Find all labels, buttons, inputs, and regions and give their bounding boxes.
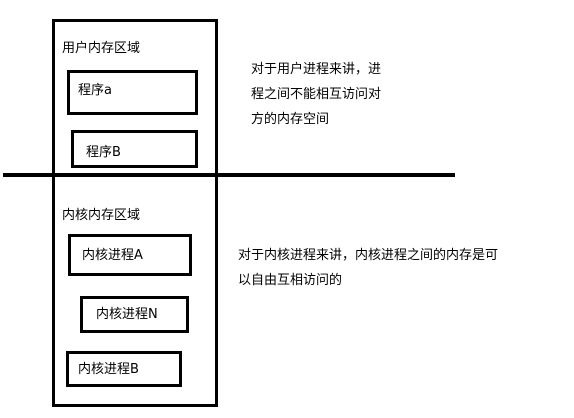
kernel-process-a-label: 内核进程A	[82, 248, 143, 263]
user-note-line-3: 方的内存空间	[251, 112, 330, 127]
memory-space-outline	[52, 19, 218, 407]
user-kernel-divider-line	[3, 173, 455, 177]
kernel-note-line-1: 对于内核进程来讲，内核进程之间的内存是可	[238, 248, 499, 263]
kernel-process-note: 对于内核进程来讲，内核进程之间的内存是可 以自由互相访问的	[238, 243, 498, 293]
kernel-region-title: 内核内存区域	[62, 208, 141, 223]
user-region-title: 用户内存区域	[62, 41, 141, 56]
kernel-process-b-label: 内核进程B	[78, 362, 139, 377]
kernel-process-n-box: 内核进程N	[80, 296, 189, 333]
kernel-process-a-box: 内核进程A	[68, 234, 192, 276]
kernel-note-line-2: 以自由互相访问的	[238, 273, 343, 288]
program-b-box: 程序B	[71, 130, 198, 168]
program-a-box: 程序a	[67, 70, 198, 115]
user-note-line-2: 程之间不能相互访问对	[251, 87, 382, 102]
kernel-process-n-label: 内核进程N	[96, 307, 158, 322]
program-a-label: 程序a	[78, 83, 112, 98]
program-b-label: 程序B	[86, 145, 121, 160]
user-note-line-1: 对于用户进程来讲，进	[251, 62, 382, 77]
kernel-process-b-box: 内核进程B	[66, 351, 182, 387]
user-process-note: 对于用户进程来讲，进 程之间不能相互访问对 方的内存空间	[251, 57, 381, 132]
